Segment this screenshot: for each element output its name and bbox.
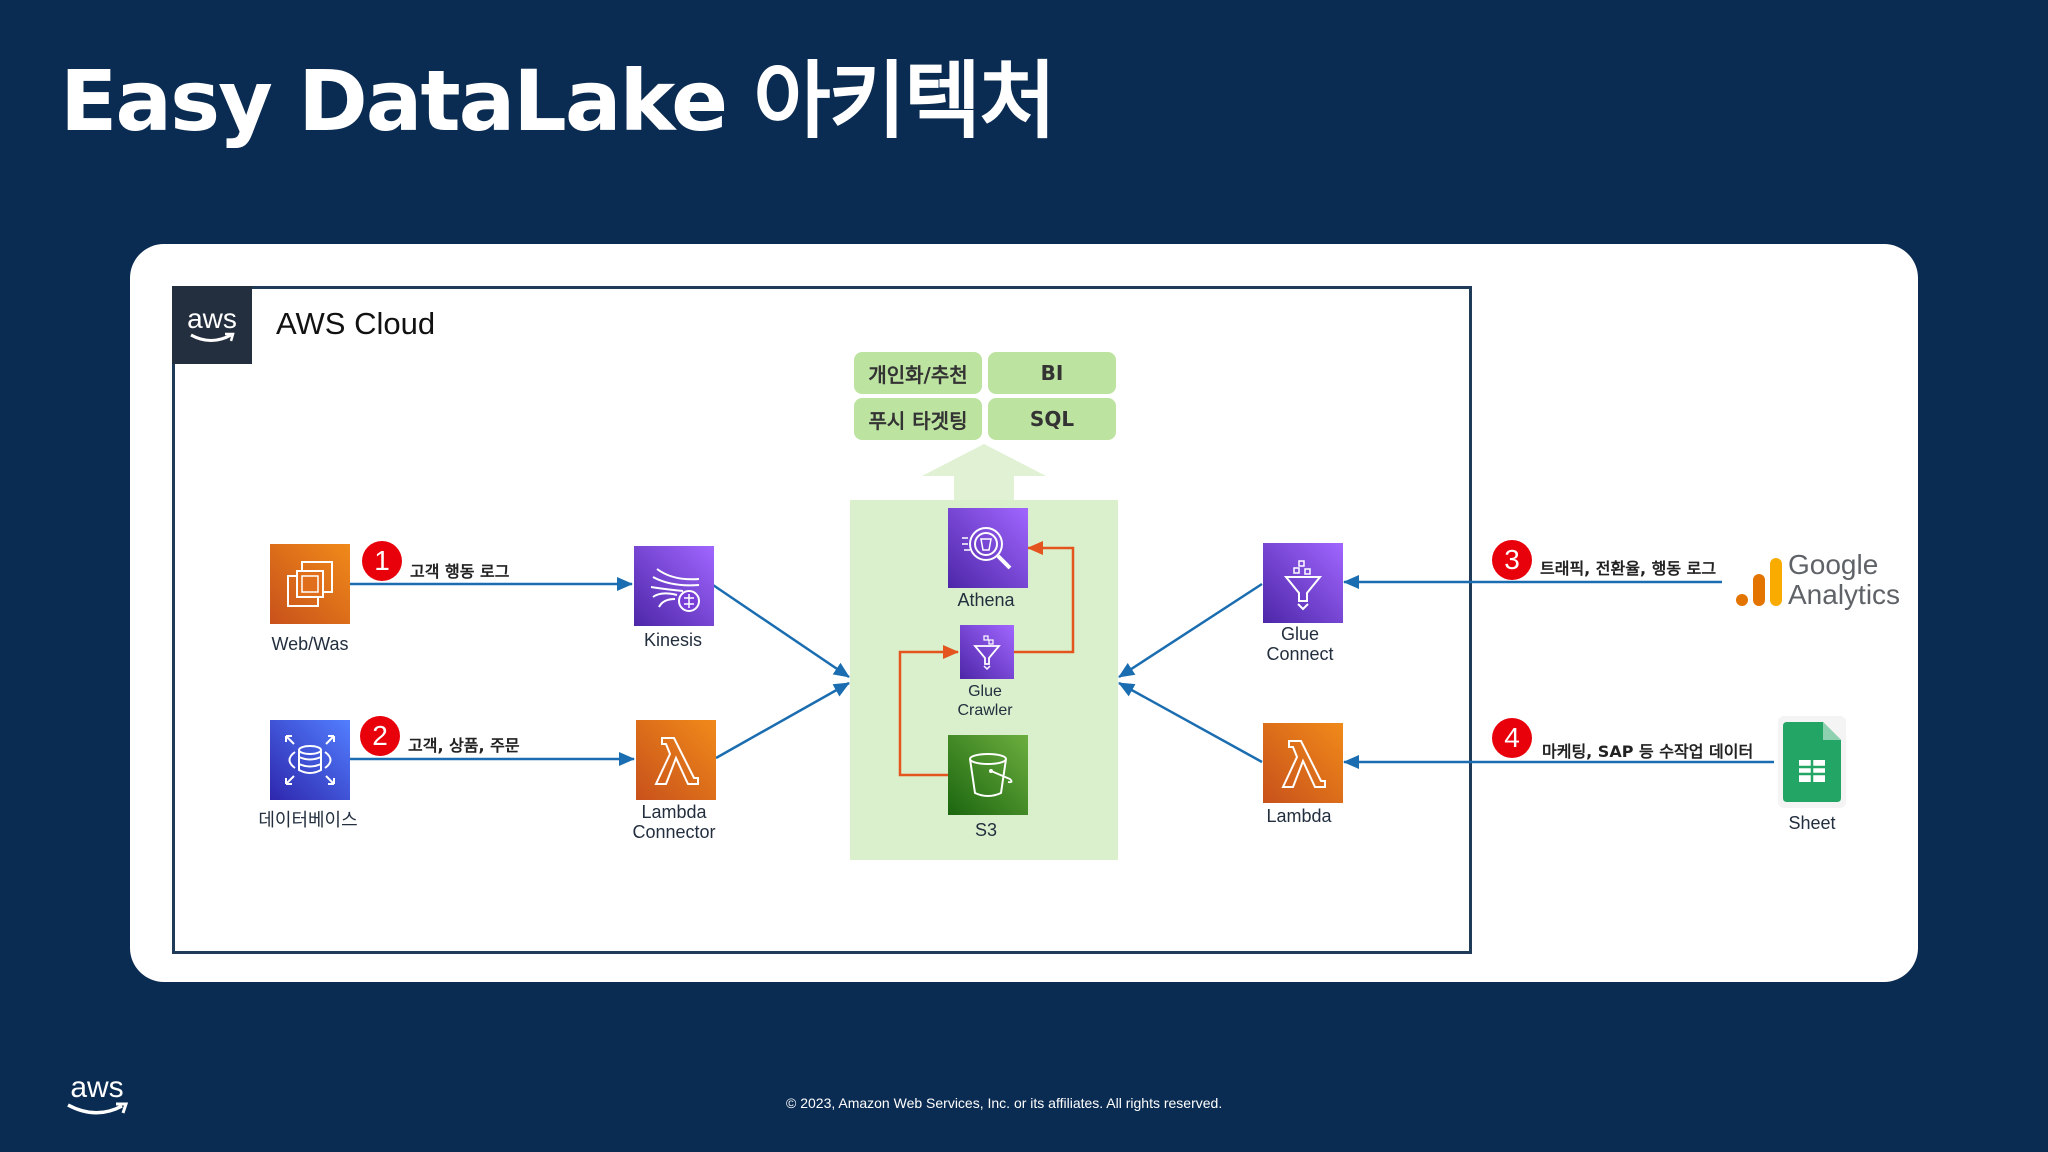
up-arrow-icon xyxy=(922,444,1046,476)
step-badge-2: 2 xyxy=(360,716,400,756)
athena-node[interactable] xyxy=(948,508,1028,588)
web-was-node[interactable] xyxy=(270,544,350,624)
glue-connect-label-line1: Glue xyxy=(1280,624,1320,644)
glue-connect-label: Glue Connect xyxy=(1266,624,1333,664)
database-node[interactable] xyxy=(270,720,350,800)
aws-smile-icon xyxy=(190,332,235,342)
lambda-node[interactable] xyxy=(1263,723,1343,803)
footer-aws-logo: aws xyxy=(66,1071,128,1118)
aws-cloud-label: AWS Cloud xyxy=(276,306,436,341)
step-badge-3: 3 xyxy=(1492,540,1532,580)
glue-connect-label-line2: Connect xyxy=(1266,644,1334,664)
google-analytics-logo-text: Google Analytics xyxy=(1788,550,1900,610)
step-badge-1: 1 xyxy=(362,541,402,581)
glue-crawler-node[interactable] xyxy=(960,625,1014,679)
flow-label-1: 고객 행동 로그 xyxy=(410,562,510,581)
ec2-instances-icon xyxy=(287,561,333,607)
google-sheets-icon xyxy=(1783,722,1841,802)
google-analytics-icon xyxy=(1736,558,1782,606)
flow-label-4: 마케팅, SAP 등 수작업 데이터 xyxy=(1542,742,1754,761)
lambda-connector-label-line1: Lambda xyxy=(641,802,707,822)
rds-database-icon xyxy=(285,735,335,785)
google-analytics-line2: Analytics xyxy=(1788,579,1901,610)
lambda-connector-label-line2: Connector xyxy=(632,822,716,842)
glue-crawler-label-line2: Crawler xyxy=(957,702,1013,719)
database-label: 데이터베이스 xyxy=(258,810,358,830)
glue-crawler-label-line1: Glue xyxy=(968,683,1002,700)
glue-crawler-label: Glue Crawler xyxy=(957,682,1012,720)
flow-label-3: 트래픽, 전환율, 행동 로그 xyxy=(1540,559,1717,578)
s3-node[interactable] xyxy=(948,735,1028,815)
lambda-icon xyxy=(654,737,699,785)
lambda-connector-node[interactable] xyxy=(636,720,716,800)
footer-aws-logo-text: aws xyxy=(70,1071,124,1104)
kinesis-node[interactable] xyxy=(634,546,714,626)
aws-logo-badge: aws xyxy=(172,286,252,364)
usecase-personalization: 개인화/추천 xyxy=(854,352,982,394)
slide-title: Easy DataLake 아키텍처 xyxy=(60,52,1056,150)
usecase-bi: BI xyxy=(988,352,1116,394)
web-was-label: Web/Was xyxy=(271,634,349,654)
glue-crawler-icon xyxy=(973,635,1001,671)
copyright-text: © 2023, Amazon Web Services, Inc. or its… xyxy=(786,1095,1223,1111)
athena-icon xyxy=(962,527,1012,570)
sheet-node[interactable] xyxy=(1778,716,1846,808)
aws-cloud-boundary xyxy=(172,286,1472,954)
usecase-sql: SQL xyxy=(988,398,1116,440)
flow-label-2: 고객, 상품, 주문 xyxy=(408,736,520,755)
up-arrow-stem xyxy=(954,476,1014,500)
kinesis-icon xyxy=(650,568,700,612)
glue-icon xyxy=(1283,560,1323,611)
aws-smile-icon xyxy=(67,1102,128,1115)
kinesis-label: Kinesis xyxy=(643,630,703,650)
usecase-push-targeting: 푸시 타겟팅 xyxy=(854,398,982,440)
google-analytics-line1: Google xyxy=(1788,549,1879,580)
s3-bucket-icon xyxy=(969,753,1013,797)
aws-logo-text: aws xyxy=(187,303,237,334)
lambda-icon xyxy=(1281,740,1326,788)
lambda-label: Lambda xyxy=(1266,806,1332,826)
lambda-connector-label: Lambda Connector xyxy=(632,802,715,842)
s3-label: S3 xyxy=(974,820,998,840)
step-badge-4: 4 xyxy=(1492,718,1532,758)
glue-connect-node[interactable] xyxy=(1263,543,1343,623)
sheet-label: Sheet xyxy=(1788,813,1836,833)
athena-label: Athena xyxy=(957,590,1015,610)
